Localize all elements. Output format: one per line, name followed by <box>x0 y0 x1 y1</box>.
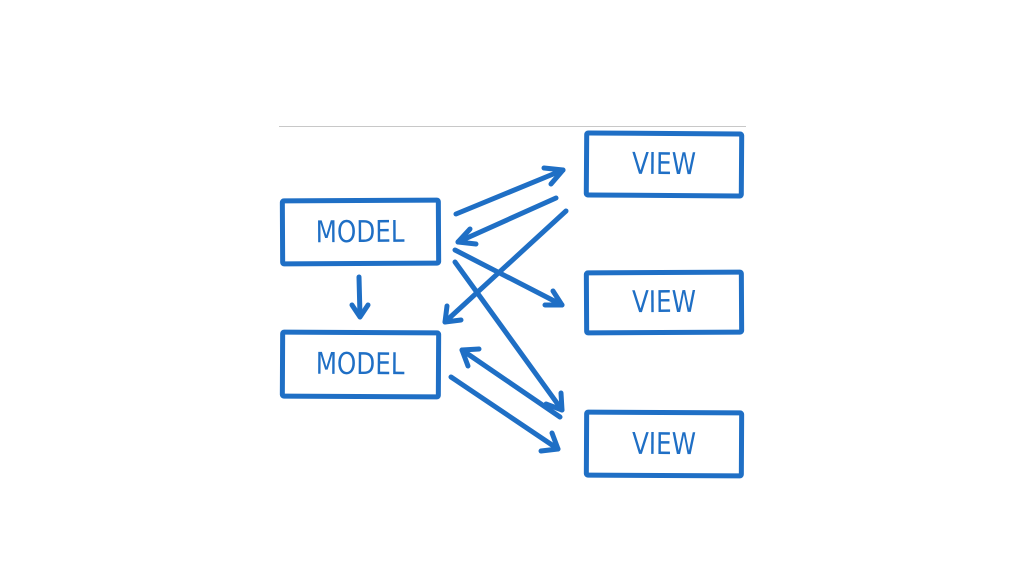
arrow-view1-to-model1 <box>455 195 559 247</box>
model-box-2-label: MODEL <box>316 346 405 383</box>
arrow-model1-to-view1 <box>453 165 566 217</box>
arrow-model1-to-view2 <box>452 247 565 308</box>
arrow-model1-to-model2 <box>349 274 371 320</box>
view-box-2: VIEW <box>583 269 745 336</box>
arrow-model2-to-view3 <box>448 374 561 454</box>
model-box-1: MODEL <box>279 197 442 267</box>
arrow-view3-to-model2 <box>459 346 563 420</box>
model-box-1-label: MODEL <box>316 214 405 250</box>
view-box-2-label: VIEW <box>631 284 697 321</box>
top-divider <box>279 126 746 127</box>
model-box-2: MODEL <box>279 329 442 400</box>
view-box-3: VIEW <box>583 409 745 479</box>
arrow-model1-to-view3 <box>452 259 565 413</box>
view-box-1: VIEW <box>583 130 745 199</box>
view-box-1-label: VIEW <box>631 146 697 183</box>
view-box-3-label: VIEW <box>631 426 697 462</box>
arrow-view1-to-model2 <box>442 208 569 325</box>
